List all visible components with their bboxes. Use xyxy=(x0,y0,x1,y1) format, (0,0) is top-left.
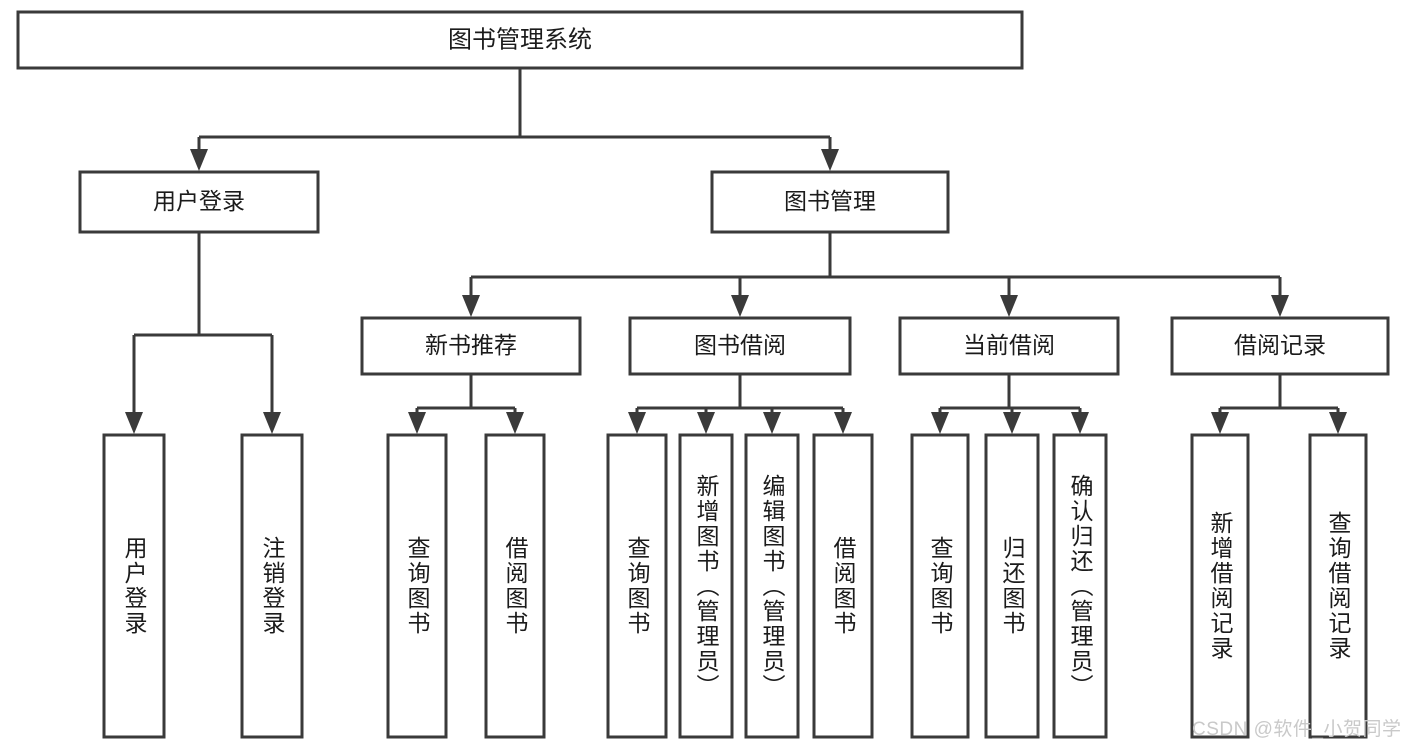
arrow-head-icon-borrow-record xyxy=(1271,295,1289,317)
arrow-head-icon-leaf-query-book-1 xyxy=(408,412,426,434)
arrow-head-icon-leaf-query-book-2 xyxy=(628,412,646,434)
node-box-root xyxy=(16,10,1024,70)
arrow-head-icon-leaf-borrow-book-1 xyxy=(506,412,524,434)
arrow-head-icon-current-borrow xyxy=(1000,295,1018,317)
node-box-leaf-query-book-1 xyxy=(386,433,448,739)
arrow-head-icon-new-book-recommend xyxy=(462,295,480,317)
node-box-book-borrow xyxy=(628,316,852,376)
arrow-head-icon-leaf-query-record xyxy=(1329,412,1347,434)
node-box-leaf-borrow-book-1 xyxy=(484,433,546,739)
node-box-current-borrow xyxy=(898,316,1120,376)
node-label-user-login: 用户登录 xyxy=(153,188,245,214)
node-label-current-borrow: 当前借阅 xyxy=(963,332,1055,358)
arrow-head-icon-leaf-return-book xyxy=(1003,412,1021,434)
arrow-head-icon-leaf-confirm-return xyxy=(1071,412,1089,434)
node-box-leaf-add-record xyxy=(1190,433,1250,739)
node-label-root: 图书管理系统 xyxy=(448,26,592,53)
arrow-head-icon-book-borrow xyxy=(731,295,749,317)
arrow-head-icon-leaf-user-login xyxy=(125,412,143,434)
node-label-book-borrow: 图书借阅 xyxy=(694,332,786,358)
node-box-leaf-query-book-2 xyxy=(606,433,668,739)
arrow-head-icon-book-manage xyxy=(821,149,839,171)
node-boxes-layer xyxy=(16,10,1390,739)
arrow-head-icon-leaf-user-logout xyxy=(263,412,281,434)
node-box-new-book-recommend xyxy=(360,316,582,376)
node-label-new-book-recommend: 新书推荐 xyxy=(425,332,517,358)
node-label-book-manage: 图书管理 xyxy=(784,188,876,214)
node-box-leaf-borrow-book-2 xyxy=(812,433,874,739)
arrow-head-icon-user-login xyxy=(190,149,208,171)
arrow-head-icon-leaf-query-book-3 xyxy=(931,412,949,434)
node-box-user-login xyxy=(78,170,320,234)
node-box-leaf-edit-book xyxy=(744,433,800,739)
node-box-leaf-query-book-3 xyxy=(910,433,970,739)
arrow-head-icon-leaf-add-book xyxy=(697,412,715,434)
node-box-book-manage xyxy=(710,170,950,234)
node-box-leaf-user-logout xyxy=(240,433,304,739)
node-box-leaf-query-record xyxy=(1308,433,1368,739)
node-box-leaf-confirm-return xyxy=(1052,433,1108,739)
connectors-layer xyxy=(125,68,1347,434)
watermark-text: CSDN @软件_小贺同学 xyxy=(1192,719,1402,740)
node-box-borrow-record xyxy=(1170,316,1390,376)
arrow-head-icon-leaf-edit-book xyxy=(763,412,781,434)
arrow-head-icon-leaf-borrow-book-2 xyxy=(834,412,852,434)
node-box-leaf-user-login xyxy=(102,433,166,739)
arrow-head-icon-leaf-add-record xyxy=(1211,412,1229,434)
node-box-leaf-return-book xyxy=(984,433,1040,739)
node-label-borrow-record: 借阅记录 xyxy=(1234,332,1326,358)
node-box-leaf-add-book xyxy=(678,433,734,739)
